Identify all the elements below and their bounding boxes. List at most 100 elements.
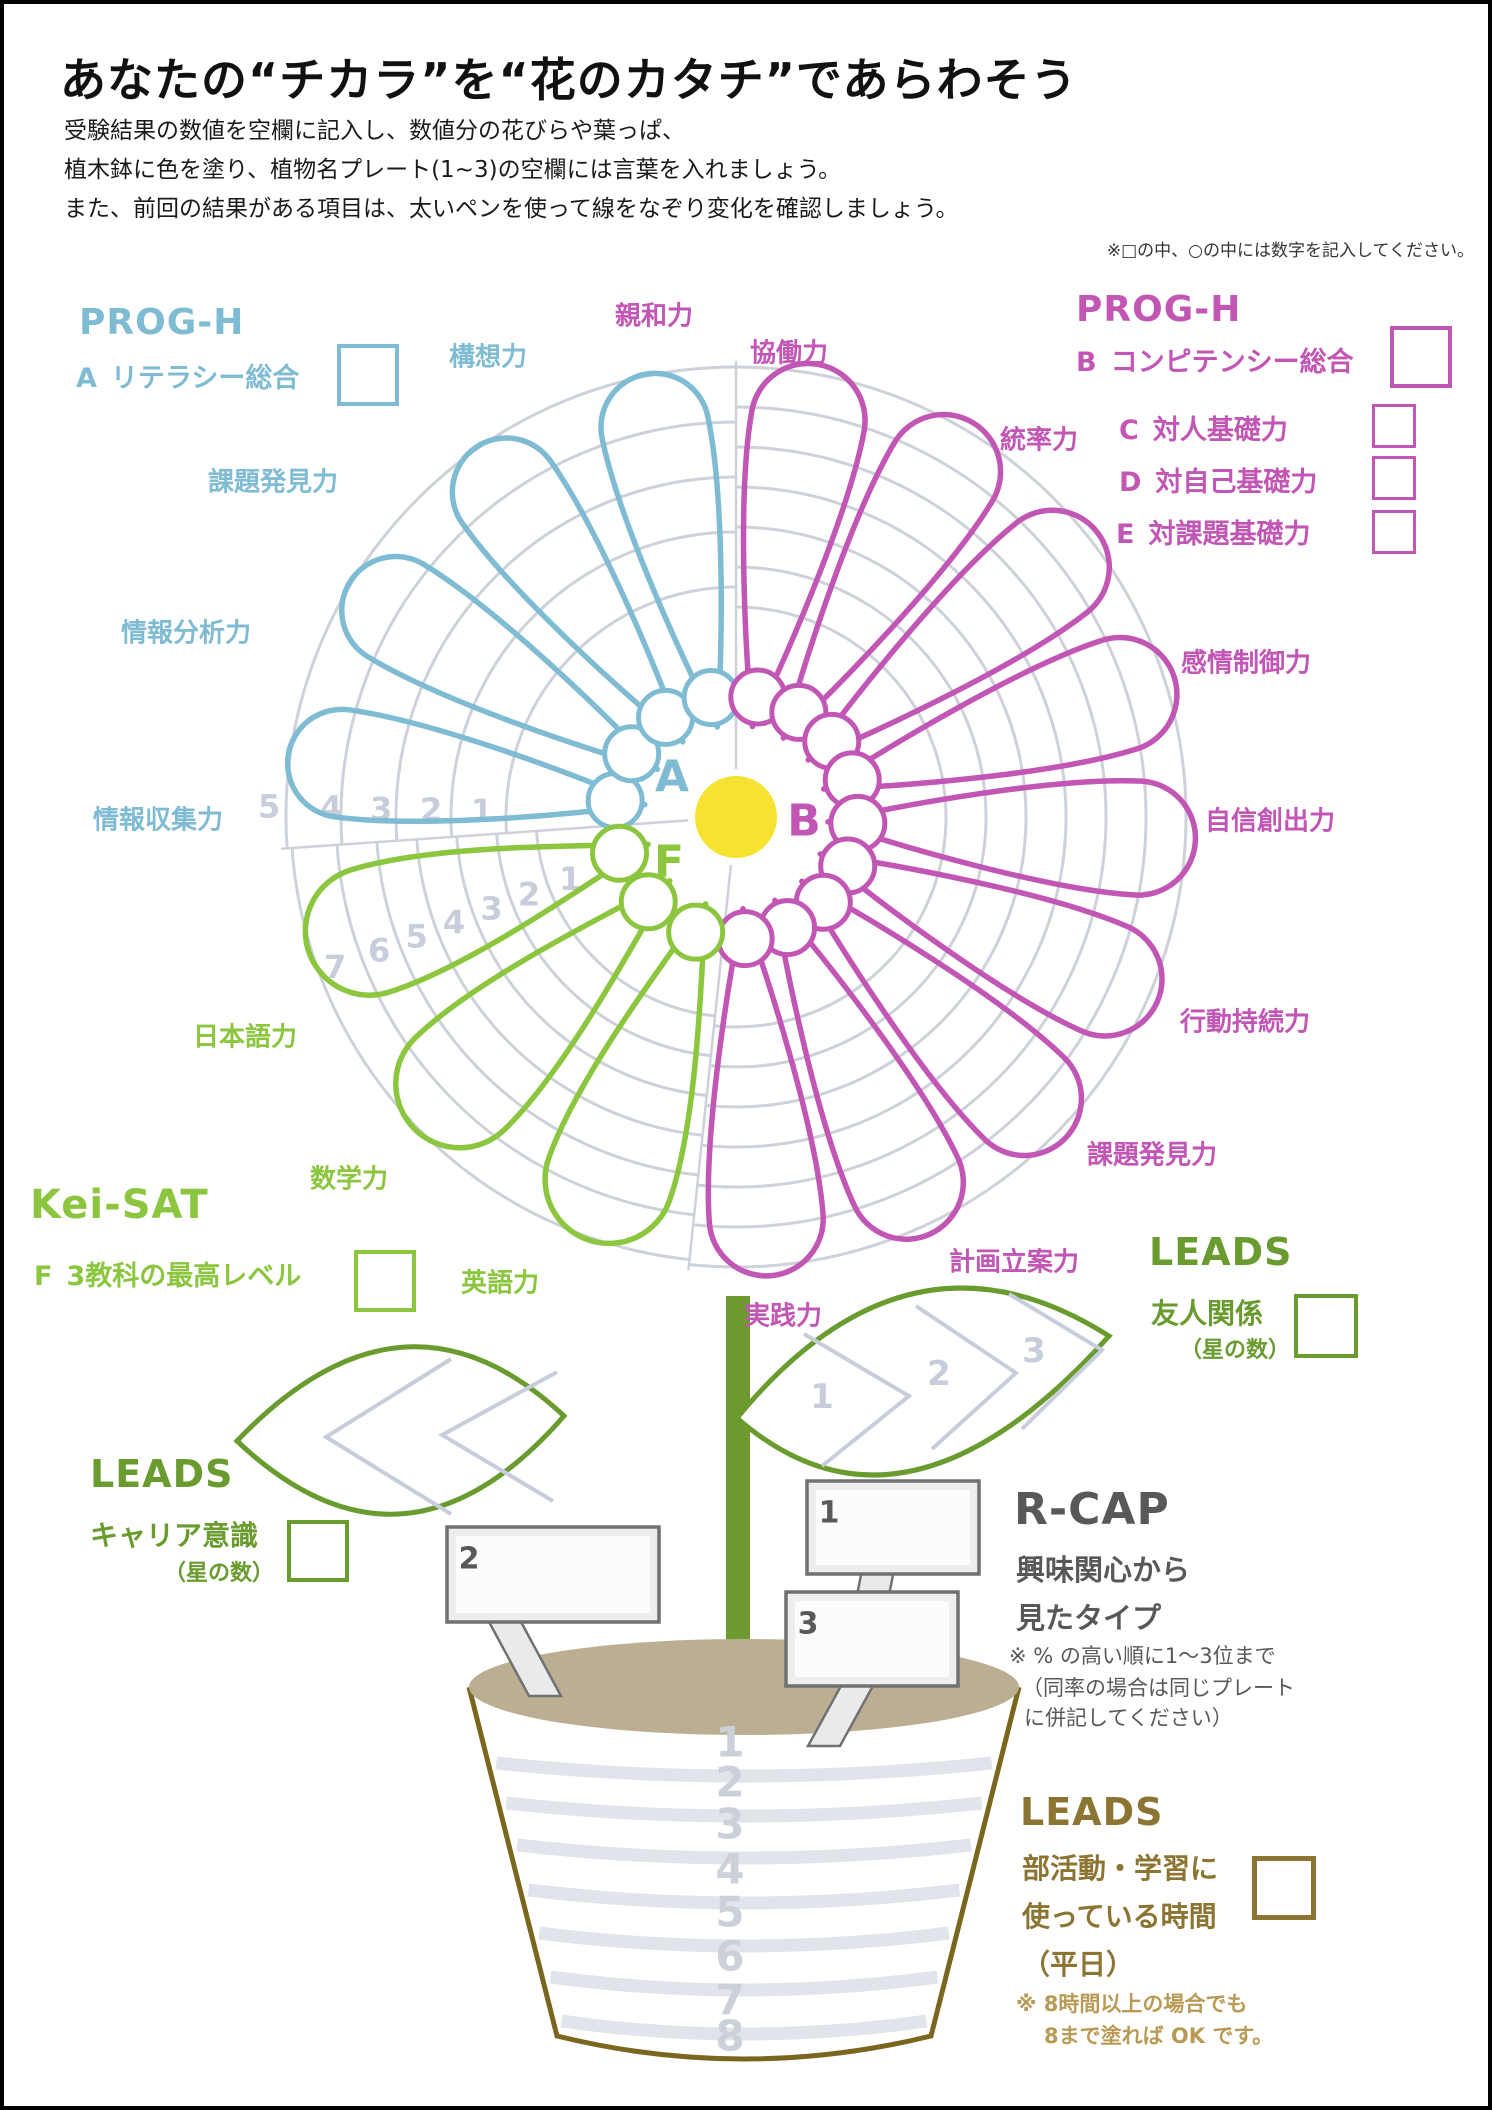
petal-value-circle[interactable] [602,724,662,784]
scale-ring [335,844,695,1217]
petal-label: 情報収集力 [92,805,224,836]
item-label-a: リテラシー総合 [110,363,300,394]
leads-time-note-line: 8まで塗れば OK です。 [1044,2024,1274,2048]
chart-number: 1 [819,1496,840,1531]
input-box-e[interactable] [1372,510,1416,554]
input-box-friend[interactable] [1294,1294,1358,1358]
leads-friend-sub: （星の数） [1180,1338,1291,1363]
petal-label: 行動持続力 [1179,1007,1311,1038]
petal-label: 課題発見力 [1086,1140,1218,1171]
petal-協働力[interactable] [735,393,1022,767]
rcap-note-line: に併記してください） [1024,1706,1233,1730]
section-letter-A: A [655,752,689,803]
petal-value-circle[interactable] [715,909,775,969]
intro-text: 受験結果の数値を空欄に記入し、数値分の花びらや葉っぱ、 植木鉢に色を塗り、植物名… [64,112,958,229]
section-letter-B: B [787,796,821,847]
pot-level-stripes [495,1756,993,2059]
petal-label: 数学力 [309,1164,389,1195]
petal-課題発見力[interactable] [431,417,727,773]
intro-line: 植木鉢に色を塗り、植物名プレート(1~3)の空欄には言葉を入れましょう。 [64,157,842,183]
petal-構想力[interactable] [591,363,770,737]
rcap-note-line: ※ % の高い順に1～3位まで [1009,1644,1276,1668]
rcap-title: R-CAP [1014,1484,1170,1535]
petal-label: 感情制御力 [1180,648,1312,679]
petal-親和力[interactable] [696,354,874,736]
petal-label: 情報分析力 [120,618,252,649]
chart-number: 5 [405,917,427,955]
petal-value-circle[interactable] [666,902,726,962]
chart-number: 3 [1022,1331,1046,1371]
flower-center [695,776,777,858]
name-plate-field[interactable] [816,1490,970,1565]
chart-number: 3 [715,1800,744,1849]
leaf-right[interactable] [733,1285,1113,1478]
petal-value-circle[interactable] [618,872,678,932]
petal-実践力[interactable] [686,904,827,1280]
pot-outline [466,1686,1022,2062]
petal-日本語力[interactable] [289,783,667,1011]
scale-ring [415,839,703,1137]
leads-career-title: LEADS [90,1452,234,1496]
scale-ring [692,405,1148,1229]
leads-time-label-line: 使っている時間 [1022,1900,1217,1933]
petal-計画立案力[interactable] [723,876,982,1258]
chart-number: 4 [320,789,342,827]
petal-label: 自信創出力 [1204,806,1336,837]
chart-number: 7 [715,1976,744,2025]
input-box-f[interactable] [354,1250,416,1312]
input-box-time[interactable] [1252,1856,1316,1920]
pot-body[interactable] [469,1687,1019,2059]
input-box-b[interactable] [1390,326,1452,388]
page-title: あなたの“チカラ”を“花のカタチ”であらわそう [60,53,1078,107]
section-letter-F: F [654,837,684,888]
item-key-e: E [1116,519,1135,550]
petal-行動持続力[interactable] [797,802,1180,1054]
scale-ring [375,842,699,1177]
petal-英語力[interactable] [528,883,766,1261]
rcap-desc-line: 興味関心から [1016,1553,1191,1587]
petal-value-circle[interactable] [590,823,650,883]
chart-number: 1 [559,860,581,898]
item-label-d: 対自己基礎力 [1155,467,1318,498]
item-key-f: F [34,1261,53,1292]
petal-情報分析力[interactable] [322,536,686,815]
petal-label: 実践力 [743,1301,823,1332]
petal-自信創出力[interactable] [825,765,1199,898]
scale-ring [504,585,737,834]
input-box-c[interactable] [1372,404,1416,448]
stem [726,1296,750,1704]
petal-label: 日本語力 [192,1022,298,1053]
progh-item-e: E 対課題基礎力 [1116,512,1310,551]
keisat-title: Kei-SAT [30,1182,209,1228]
fill-instruction-note: ※□の中、○の中には数字を記入してください。 [1106,241,1474,261]
leads-time-label-line: 部活動・学習に [1022,1852,1219,1885]
leads-career-label: キャリア意識 [90,1519,259,1552]
petal-課題発見力[interactable] [762,840,1105,1179]
leaf-left[interactable] [233,1344,568,1517]
scale-ring [713,605,948,1029]
intro-line: また、前回の結果がある項目は、太いペンを使って線をなぞり変化を確認しましょう。 [64,196,959,222]
chart-number: 3 [798,1607,819,1642]
progh-literacy-title: PROG-H [79,302,245,343]
petal-label: 統率力 [999,425,1079,456]
input-box-career[interactable] [287,1520,349,1582]
item-label-b: コンピテンシー総合 [1110,347,1354,378]
item-label-e: 対課題基礎力 [1148,519,1311,550]
leads-time-label-line: （平日） [1022,1948,1135,1981]
petal-統率力[interactable] [773,487,1132,805]
scale-ring [449,530,737,837]
name-plate-field[interactable] [795,1601,949,1677]
leaf-right-chevron [914,1304,1020,1451]
petal-感情制御力[interactable] [806,623,1191,843]
petal-数学力[interactable] [369,835,714,1174]
petal-情報収集力[interactable] [281,703,652,859]
name-plate-field[interactable] [456,1536,650,1613]
input-box-a[interactable] [337,344,399,406]
scale-ring [455,836,707,1097]
petal-label: 親和力 [614,301,694,332]
input-box-d[interactable] [1372,456,1416,500]
